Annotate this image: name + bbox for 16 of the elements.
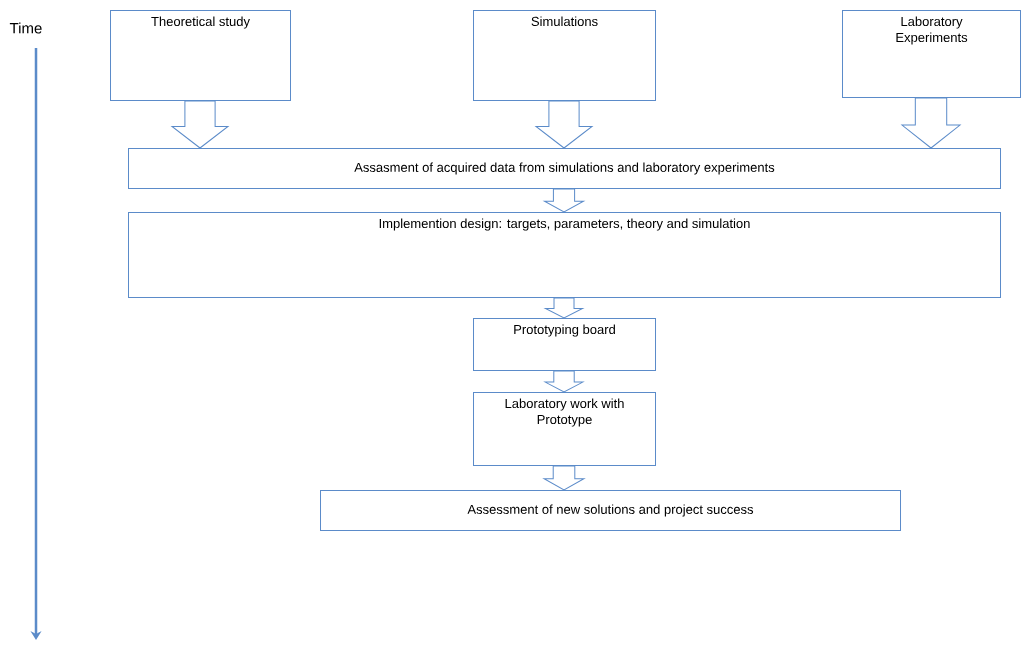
block-arrow <box>543 465 585 491</box>
process-box: Simulations <box>473 10 656 101</box>
process-box: Laboratory work with Prototype <box>473 392 656 466</box>
block-arrow <box>545 297 583 319</box>
axis-label: Time <box>9 22 42 34</box>
block-arrow <box>171 100 229 149</box>
process-box: Laboratory Experiments <box>842 10 1021 98</box>
block-arrow <box>544 370 584 393</box>
process-box: Assessment of new solutions and project success <box>320 490 901 531</box>
block-arrow <box>544 188 584 213</box>
process-box: Prototyping board <box>473 318 656 371</box>
process-box: Theoretical study <box>110 10 291 101</box>
block-arrow <box>535 100 593 149</box>
process-box: Assasment of acquired data from simulations and laboratory experiments <box>128 148 1001 189</box>
process-box: Implemention design: targets, parameters, theory and simulation <box>128 212 1001 298</box>
block-arrow <box>901 97 961 149</box>
